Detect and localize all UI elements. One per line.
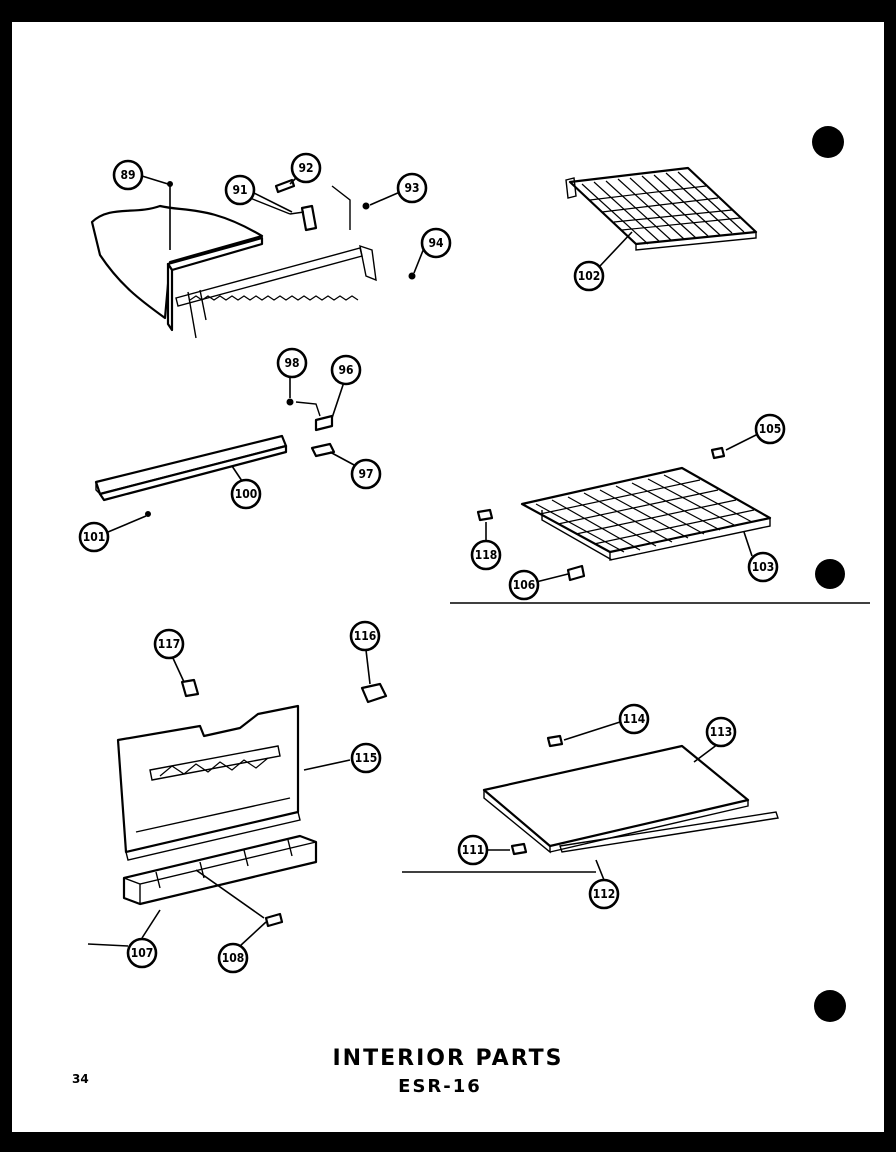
svg-text:116: 116	[354, 629, 377, 643]
callout-100: 100	[230, 478, 262, 510]
svg-text:101: 101	[83, 530, 106, 544]
svg-text:98: 98	[284, 356, 299, 370]
svg-text:117: 117	[158, 637, 181, 651]
svg-text:96: 96	[338, 363, 353, 377]
svg-text:108: 108	[222, 951, 245, 965]
callout-105: 105	[754, 413, 786, 445]
callout-113: 113	[705, 716, 737, 748]
callout-116: 116	[349, 620, 381, 652]
callout-101: 101	[78, 521, 110, 553]
callout-97: 97	[350, 458, 382, 490]
punch-hole-middle	[815, 559, 845, 589]
svg-text:94: 94	[428, 236, 444, 250]
svg-text:118: 118	[475, 548, 498, 562]
callout-89: 89	[112, 159, 144, 191]
callout-93: 93	[396, 172, 428, 204]
shelf-support-rail	[94, 398, 336, 517]
callout-102: 102	[573, 260, 605, 292]
callout-107: 107	[126, 937, 158, 969]
callout-112: 112	[588, 878, 620, 910]
svg-text:114: 114	[623, 712, 646, 726]
callout-94: 94	[420, 227, 452, 259]
page-number: 34	[72, 1072, 89, 1086]
callout-103: 103	[747, 551, 779, 583]
callout-98: 98	[276, 347, 308, 379]
svg-text:107: 107	[131, 946, 154, 960]
svg-text:115: 115	[355, 751, 378, 765]
callout-115: 115	[350, 742, 382, 774]
svg-text:112: 112	[593, 887, 616, 901]
svg-text:97: 97	[358, 467, 373, 481]
callout-108: 108	[217, 942, 249, 974]
fresh-food-wire-shelf	[476, 446, 772, 582]
punch-hole-bottom	[814, 990, 846, 1022]
callout-106: 106	[508, 569, 540, 601]
svg-text:102: 102	[578, 269, 601, 283]
freezer-wire-shelf	[565, 166, 758, 251]
callout-111: 111	[457, 834, 489, 866]
svg-text:89: 89	[120, 168, 135, 182]
callout-117: 117	[153, 628, 185, 660]
callout-114: 114	[618, 703, 650, 735]
svg-text:103: 103	[752, 560, 775, 574]
punch-hole-top	[812, 126, 844, 158]
model-number: ESR-16	[398, 1076, 482, 1097]
svg-text:113: 113	[710, 725, 733, 739]
svg-text:92: 92	[298, 161, 313, 175]
callout-96: 96	[330, 354, 362, 386]
svg-text:105: 105	[759, 422, 782, 436]
svg-text:91: 91	[232, 183, 247, 197]
callout-91: 91	[224, 174, 256, 206]
crisper-cover-assembly	[116, 678, 388, 928]
svg-text:106: 106	[513, 578, 536, 592]
svg-text:93: 93	[404, 181, 419, 195]
page-title: INTERIOR PARTS	[332, 1046, 564, 1071]
svg-text:111: 111	[462, 843, 485, 857]
callout-92: 92	[290, 152, 322, 184]
svg-text:100: 100	[235, 487, 258, 501]
cabinet-top-bracket-assembly	[90, 178, 416, 339]
callout-118: 118	[470, 539, 502, 571]
crisper-glass-shelf	[402, 734, 779, 873]
